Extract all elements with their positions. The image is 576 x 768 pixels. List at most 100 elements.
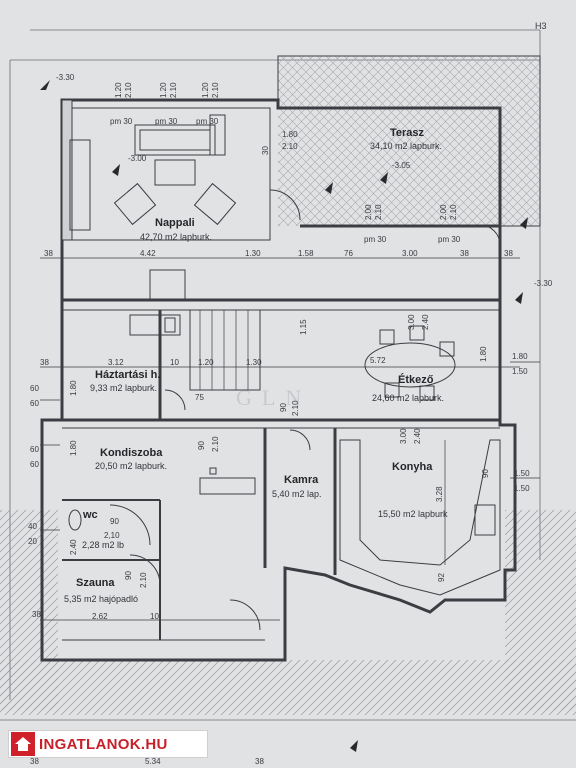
vertical-dimension: 2.40 — [413, 428, 422, 444]
terrace-tiles — [278, 56, 540, 226]
dimension-label: 40 — [28, 522, 37, 531]
pm-label: pm 30 — [155, 117, 178, 126]
room-name-kondiszoba: Kondiszoba — [100, 447, 163, 459]
vertical-dimension: 2.10 — [449, 204, 458, 220]
armchair-right — [193, 182, 237, 226]
dining-table — [364, 342, 456, 388]
dimension-label: 1.80 — [512, 352, 528, 361]
watermark: GLN — [236, 385, 312, 410]
armchair-left — [113, 182, 157, 226]
sofa — [134, 124, 216, 156]
room-area-wc: 2,28 m2 lb — [82, 540, 125, 550]
vertical-dimension: 2.40 — [421, 314, 430, 330]
site-logo[interactable]: INGATLANOK.HU — [8, 730, 208, 758]
vertical-dimension: 30 — [261, 146, 270, 155]
room-area-konyha: 15,50 m2 lapburk — [378, 509, 448, 519]
room-area-nappali: 42,70 m2 lapburk. — [140, 232, 213, 242]
dimension-label: 1.50 — [512, 367, 528, 376]
vertical-dimension: 2.40 — [69, 539, 78, 555]
dimension-label: 1.50 — [514, 484, 530, 493]
dimension-label: 90 — [110, 517, 119, 526]
dimension-label: 60 — [30, 460, 39, 469]
vertical-dimension: 3.00 — [407, 314, 416, 330]
sheet-label: H3 — [535, 21, 547, 31]
dimension-label: 76 — [344, 249, 353, 258]
dimension-label: 1.50 — [514, 469, 530, 478]
vertical-dimension: 1.20 — [159, 82, 168, 98]
vertical-dimension: 90 — [197, 441, 206, 450]
dimension-label: 2.62 — [92, 612, 108, 621]
dimension-label: 38 — [40, 358, 49, 367]
dimension-label: 38 — [460, 249, 469, 258]
dimension-label: 38 — [504, 249, 513, 258]
logo-text: INGATLANOK.HU — [39, 735, 168, 753]
ground-hatch-bottom — [0, 660, 576, 715]
vertical-dimension: 2.10 — [211, 436, 220, 452]
dimension-label: 60 — [30, 399, 39, 408]
pm-label: pm 30 — [196, 117, 219, 126]
room-area-etkezo: 24,60 m2 lapburk. — [372, 393, 445, 403]
dimension-label: 10 — [170, 358, 179, 367]
dimension-label: 2,10 — [104, 531, 120, 540]
coffee-table — [154, 159, 196, 186]
dimension-label: 10 — [150, 612, 159, 621]
vertical-dimension: 2.10 — [124, 82, 133, 98]
vertical-dimension: 1.80 — [479, 346, 488, 362]
vertical-dimension: 3.00 — [399, 428, 408, 444]
level-marker: -3.30 — [534, 279, 553, 288]
dimension-label: 38 — [32, 610, 41, 619]
dimension-label: 5.72 — [370, 356, 386, 365]
room-name-szauna: Szauna — [76, 577, 115, 589]
dimension-label: 60 — [30, 384, 39, 393]
dimension-label: 38 — [44, 249, 53, 258]
gym-equipment — [199, 477, 256, 495]
vertical-dimension: 1.15 — [299, 319, 308, 335]
pm-label: pm 30 — [110, 117, 133, 126]
room-area-kamra: 5,40 m2 lap. — [272, 489, 322, 499]
dimension-label: 1.30 — [246, 358, 262, 367]
dimension-label: 1.80 — [282, 130, 298, 139]
dimension-label: 5.34 — [145, 757, 161, 766]
vertical-dimension: 1.20 — [114, 82, 123, 98]
vertical-dimension: 2.00 — [364, 204, 373, 220]
dimension-label: 1.20 — [198, 358, 214, 367]
dimension-label: 75 — [195, 393, 204, 402]
ground-hatch-right — [505, 510, 576, 710]
vertical-dimension: 1.80 — [69, 380, 78, 396]
room-name-wc: wc — [83, 509, 98, 521]
dimension-label: 38 — [30, 757, 39, 766]
vertical-dimension: 2.10 — [374, 204, 383, 220]
vertical-dimension: 90 — [124, 571, 133, 580]
vertical-dimension: 90 — [481, 469, 490, 478]
level-marker: -3.05 — [392, 161, 411, 170]
vertical-dimension: 2.10 — [211, 82, 220, 98]
room-name-konyha: Konyha — [392, 461, 433, 473]
dimension-label: 2.10 — [282, 142, 298, 151]
vertical-dimension: 2.10 — [139, 572, 148, 588]
dimension-label: 1.30 — [245, 249, 261, 258]
dimension-label: 3.00 — [402, 249, 418, 258]
dimension-label: 60 — [30, 445, 39, 454]
dimension-label: 1.58 — [298, 249, 314, 258]
vertical-dimension: 3.28 — [435, 486, 444, 502]
dimension-label: 20 — [28, 537, 37, 546]
pm-label: pm 30 — [364, 235, 387, 244]
vertical-dimension: 1.80 — [69, 440, 78, 456]
dimension-label: 4.42 — [140, 249, 156, 258]
dimension-label: 38 — [255, 757, 264, 766]
room-name-terasz: Terasz — [390, 127, 425, 139]
vertical-dimension: 2.00 — [439, 204, 448, 220]
room-area-terasz: 34,10 m2 lapburk. — [370, 141, 443, 151]
room-area-kondiszoba: 20,50 m2 lapburk. — [95, 461, 168, 471]
vertical-dimension: 1.20 — [201, 82, 210, 98]
room-name-nappali: Nappali — [155, 217, 195, 229]
room-area-haztartasi: 9,33 m2 lapburk. — [90, 383, 158, 393]
vertical-dimension: 2.10 — [169, 82, 178, 98]
room-name-kamra: Kamra — [284, 474, 319, 486]
room-name-etkezo: Étkező — [398, 374, 434, 386]
level-marker: -3.30 — [56, 73, 75, 82]
pm-label: pm 30 — [438, 235, 461, 244]
level-marker: -3.00 — [128, 154, 147, 163]
room-name-haztartasi: Háztartási h. — [95, 369, 161, 381]
